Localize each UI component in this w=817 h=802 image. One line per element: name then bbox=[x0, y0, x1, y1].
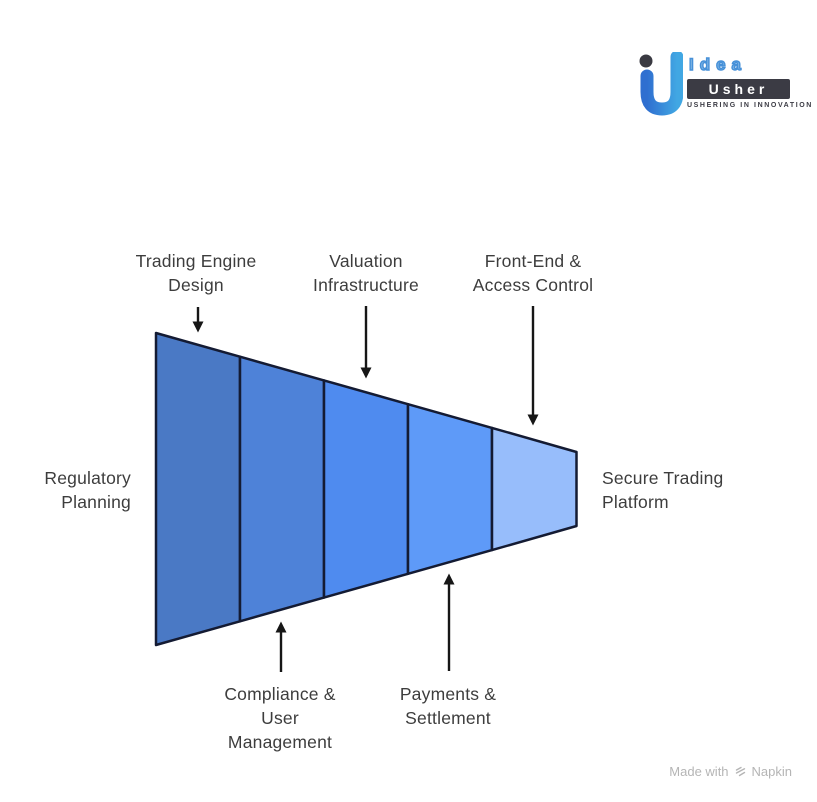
arrowhead-down-icon bbox=[360, 367, 372, 379]
stage-label-front-end-access-control: Front-End & Access Control bbox=[472, 251, 594, 295]
arrowhead-down-icon bbox=[527, 414, 539, 426]
arrow-trading-engine-design bbox=[192, 307, 204, 333]
made-with-text: Made with bbox=[669, 764, 729, 779]
napkin-icon bbox=[734, 765, 747, 778]
stage-label-valuation-infrastructure: Valuation Infrastructure bbox=[313, 251, 419, 295]
stage-label-trading-engine-design: Trading Engine Design bbox=[135, 251, 257, 295]
arrow-valuation-infrastructure bbox=[360, 306, 372, 379]
napkin-brand-text: Napkin bbox=[751, 764, 792, 779]
funnel-segment-compliance-user-management bbox=[238, 355, 326, 623]
logo-tagline: USHERING IN INNOVATION bbox=[687, 102, 813, 109]
made-with-napkin: Made with Napkin bbox=[669, 764, 792, 779]
stage-label-regulatory-planning: Regulatory Planning bbox=[44, 468, 131, 512]
stage-label-compliance-user-management: Compliance & User Management bbox=[224, 684, 336, 752]
arrowhead-up-icon bbox=[443, 573, 455, 585]
logo-dot bbox=[639, 54, 653, 68]
logo-usher-text: Usher bbox=[708, 81, 769, 97]
funnel-segment-front-end-access-control bbox=[490, 426, 578, 552]
arrow-front-end-access-control bbox=[527, 306, 539, 426]
funnel-segment-valuation-infrastructure bbox=[322, 379, 410, 599]
stage-label-payments-settlement: Payments & Settlement bbox=[399, 684, 497, 728]
stage-label-secure-trading-platform: Secure Trading Platform bbox=[602, 468, 724, 512]
logo-usher-box: Usher bbox=[687, 79, 790, 99]
arrowhead-down-icon bbox=[192, 321, 204, 333]
arrowhead-up-icon bbox=[275, 621, 287, 633]
logo-text-column: Idea Usher USHERING IN INNOVATION bbox=[687, 54, 813, 109]
logo-u-shape bbox=[640, 52, 683, 116]
arrow-compliance-user-management bbox=[275, 621, 287, 672]
iu-monogram-icon bbox=[639, 52, 683, 116]
arrow-payments-settlement bbox=[443, 573, 455, 671]
idea-usher-logo: Idea Usher USHERING IN INNOVATION bbox=[635, 52, 813, 120]
funnel-segment-payments-settlement bbox=[406, 402, 494, 576]
logo-idea-text: Idea bbox=[688, 54, 748, 74]
funnel-segments bbox=[154, 331, 578, 647]
funnel-segment-trading-engine-design bbox=[154, 331, 242, 647]
